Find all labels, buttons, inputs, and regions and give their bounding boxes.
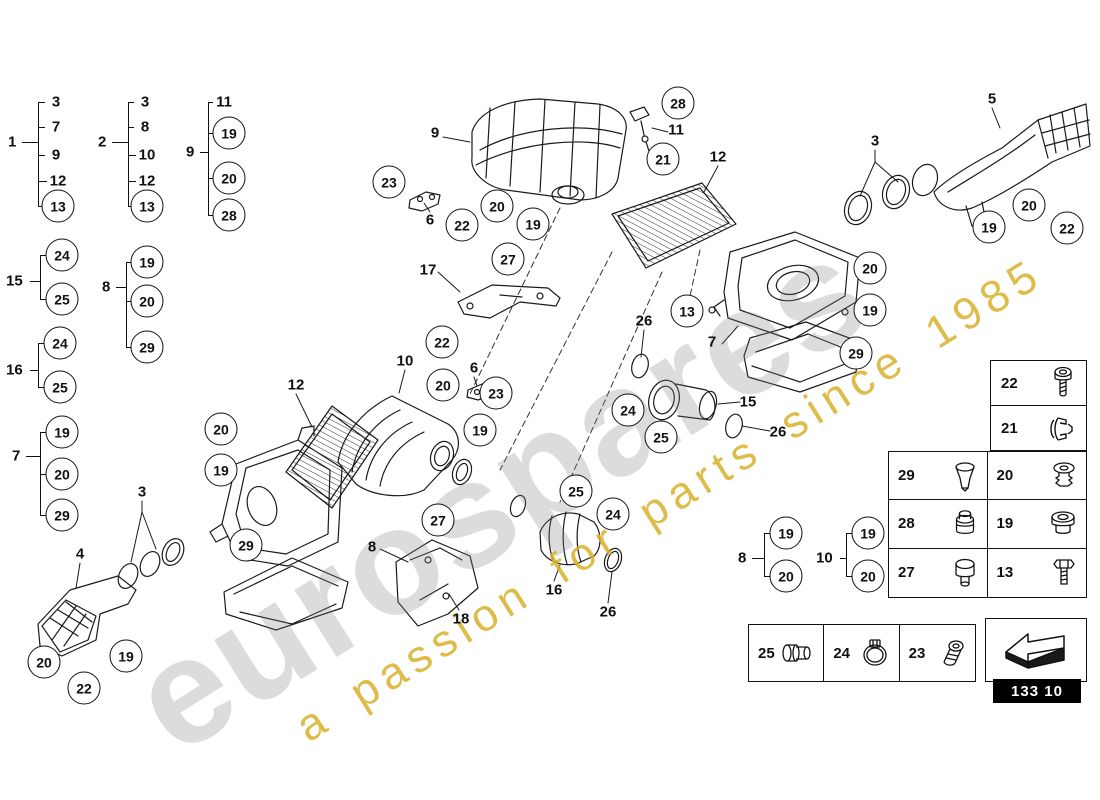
rubber-mount-icon <box>952 556 978 590</box>
intake-snorkel-drawing <box>37 575 137 657</box>
part-number: 20 <box>996 467 1014 485</box>
flange-bolt-icon <box>936 638 966 668</box>
bracket-17-drawing <box>457 284 561 319</box>
bracket-6-top-drawing <box>408 191 441 212</box>
part-number: 22 <box>1001 374 1018 392</box>
push-rivet-icon <box>1051 460 1077 492</box>
parts-cell-13: 13 <box>988 549 1087 597</box>
part-number: 23 <box>908 644 926 662</box>
lower-tray-drawing <box>743 321 861 393</box>
air-filter-element-bottom-drawing <box>285 405 379 509</box>
leader-lines <box>75 107 1001 611</box>
air-filter-element-top-drawing <box>611 182 737 269</box>
parts-cell-27: 27 <box>889 548 988 597</box>
retaining-clip-icon <box>1046 414 1076 444</box>
part-number: 27 <box>898 564 915 582</box>
heat-shield-drawing <box>223 557 349 631</box>
lower-housing-right-drawing <box>708 231 869 341</box>
hose-clamp-icon <box>860 638 890 668</box>
hex-bolt-icon <box>1051 556 1077 590</box>
speed-nut-icon <box>1049 509 1077 539</box>
part-number: 19 <box>996 515 1014 533</box>
hose-16-drawing <box>509 494 623 573</box>
socket-head-bolt-icon <box>1050 366 1076 400</box>
parts-row-22: 22 <box>991 361 1086 406</box>
part-number: 21 <box>1001 420 1018 437</box>
clip-hardware-drawing <box>629 106 651 155</box>
direction-arrow-icon <box>998 626 1074 674</box>
hose-clamps-left-drawing <box>117 538 185 589</box>
direction-arrow-box <box>985 618 1087 682</box>
parts-cell-29: 29 <box>889 452 988 501</box>
parts-cell-23: 23 <box>900 625 975 681</box>
hose-15-drawing <box>631 353 743 439</box>
intake-duct-drawing <box>933 103 1091 227</box>
cone-housing-drawing <box>337 395 473 497</box>
parts-cell-28: 28 <box>889 500 988 549</box>
parts-box-fasteners-a: 22 21 <box>990 360 1087 451</box>
part-number: 13 <box>996 564 1014 582</box>
part-code-badge: 133 10 <box>993 679 1081 703</box>
part-number: 29 <box>898 467 915 485</box>
part-number: 24 <box>833 644 851 662</box>
parts-cell-19: 19 <box>987 500 1086 549</box>
drain-valve-icon <box>952 460 978 492</box>
bracket-8-18-drawing <box>395 539 479 627</box>
parts-box-fasteners-b: 29 20 28 19 <box>888 451 1087 598</box>
parts-box-fasteners-c: 25 24 23 <box>748 624 976 682</box>
parts-row-21: 21 <box>991 406 1086 451</box>
rubber-grommet-icon <box>952 508 978 540</box>
hose-clamps-right-drawing <box>843 163 939 226</box>
part-number: 28 <box>898 515 915 533</box>
part-number: 25 <box>758 644 775 662</box>
parts-cell-20: 20 <box>987 452 1086 501</box>
parts-cell-24: 24 <box>824 625 900 681</box>
upper-housing-drawing <box>471 98 627 205</box>
parts-cell-25: 25 <box>749 625 825 681</box>
connector-plug-icon <box>780 640 814 666</box>
